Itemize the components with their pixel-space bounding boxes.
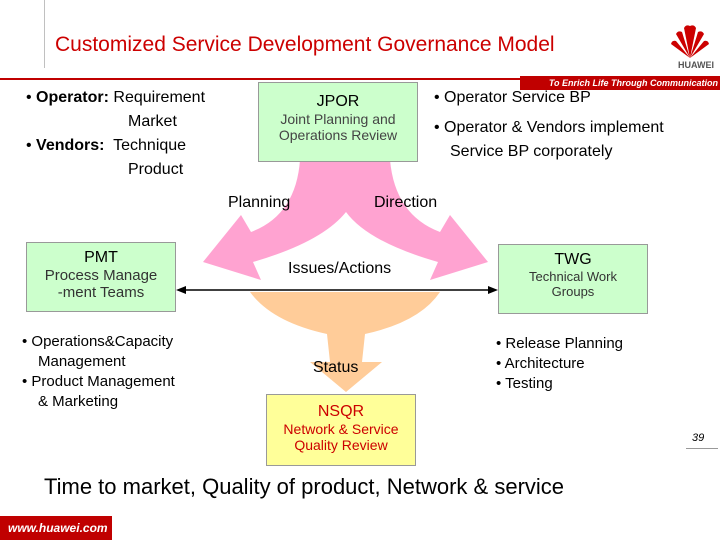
right-bullet-list: • Operator Service BP • Operator & Vendo… — [434, 86, 664, 164]
status-label: Status — [313, 359, 359, 376]
nsqr-title: NSQR — [317, 403, 365, 420]
bullet-service-bp: • Operator Service BP — [434, 89, 591, 106]
pmt-list: • Operations&Capacity Management • Produ… — [22, 332, 175, 412]
list-item: & Marketing — [38, 393, 119, 410]
planning-label: Planning — [228, 194, 291, 211]
twg-list: • Release Planning • Architecture • Test… — [496, 334, 623, 394]
tagline: To Enrich Life Through Communication — [520, 76, 720, 90]
brand-name: HUAWEI — [678, 60, 714, 70]
direction-label: Direction — [374, 194, 438, 211]
twg-title: TWG — [554, 251, 592, 268]
planning-direction-arrow — [203, 160, 488, 280]
list-item: • Architecture — [496, 355, 585, 372]
footer-url[interactable]: www.huawei.com — [0, 516, 112, 540]
header-divider — [44, 0, 45, 68]
header-rule — [0, 78, 520, 80]
jpor-box: JPOR Joint Planning and Operations Revie… — [258, 82, 418, 162]
issues-actions-label: Issues/Actions — [288, 260, 392, 277]
bullet-vendors: • Vendors: Technique — [26, 137, 187, 154]
bullet-implement: • Operator & Vendors implement — [434, 119, 664, 136]
twg-box: TWG Technical Work Groups — [498, 244, 648, 314]
list-item: • Operations&Capacity — [22, 333, 174, 350]
huawei-logo-icon — [671, 25, 709, 58]
bullet-operator: • Operator: Requirement — [26, 89, 206, 106]
nsqr-box: NSQR Network & Service Quality Review — [266, 394, 416, 466]
status-arrow — [250, 292, 440, 392]
pmt-title: PMT — [84, 249, 118, 266]
list-item: Management — [38, 353, 126, 370]
page-title: Customized Service Development Governanc… — [55, 33, 555, 56]
left-bullet-list: • Operator: Requirement Market • Vendors… — [26, 86, 205, 182]
summary-statement: Time to market, Quality of product, Netw… — [44, 474, 565, 499]
list-item: • Testing — [496, 375, 553, 392]
page-number: 39 — [692, 432, 705, 444]
list-item: • Release Planning — [496, 335, 624, 352]
page-number-rule — [686, 448, 718, 449]
list-item: • Product Management — [22, 373, 175, 390]
jpor-title: JPOR — [316, 93, 360, 110]
pmt-box: PMT Process Manage -ment Teams — [26, 242, 176, 312]
